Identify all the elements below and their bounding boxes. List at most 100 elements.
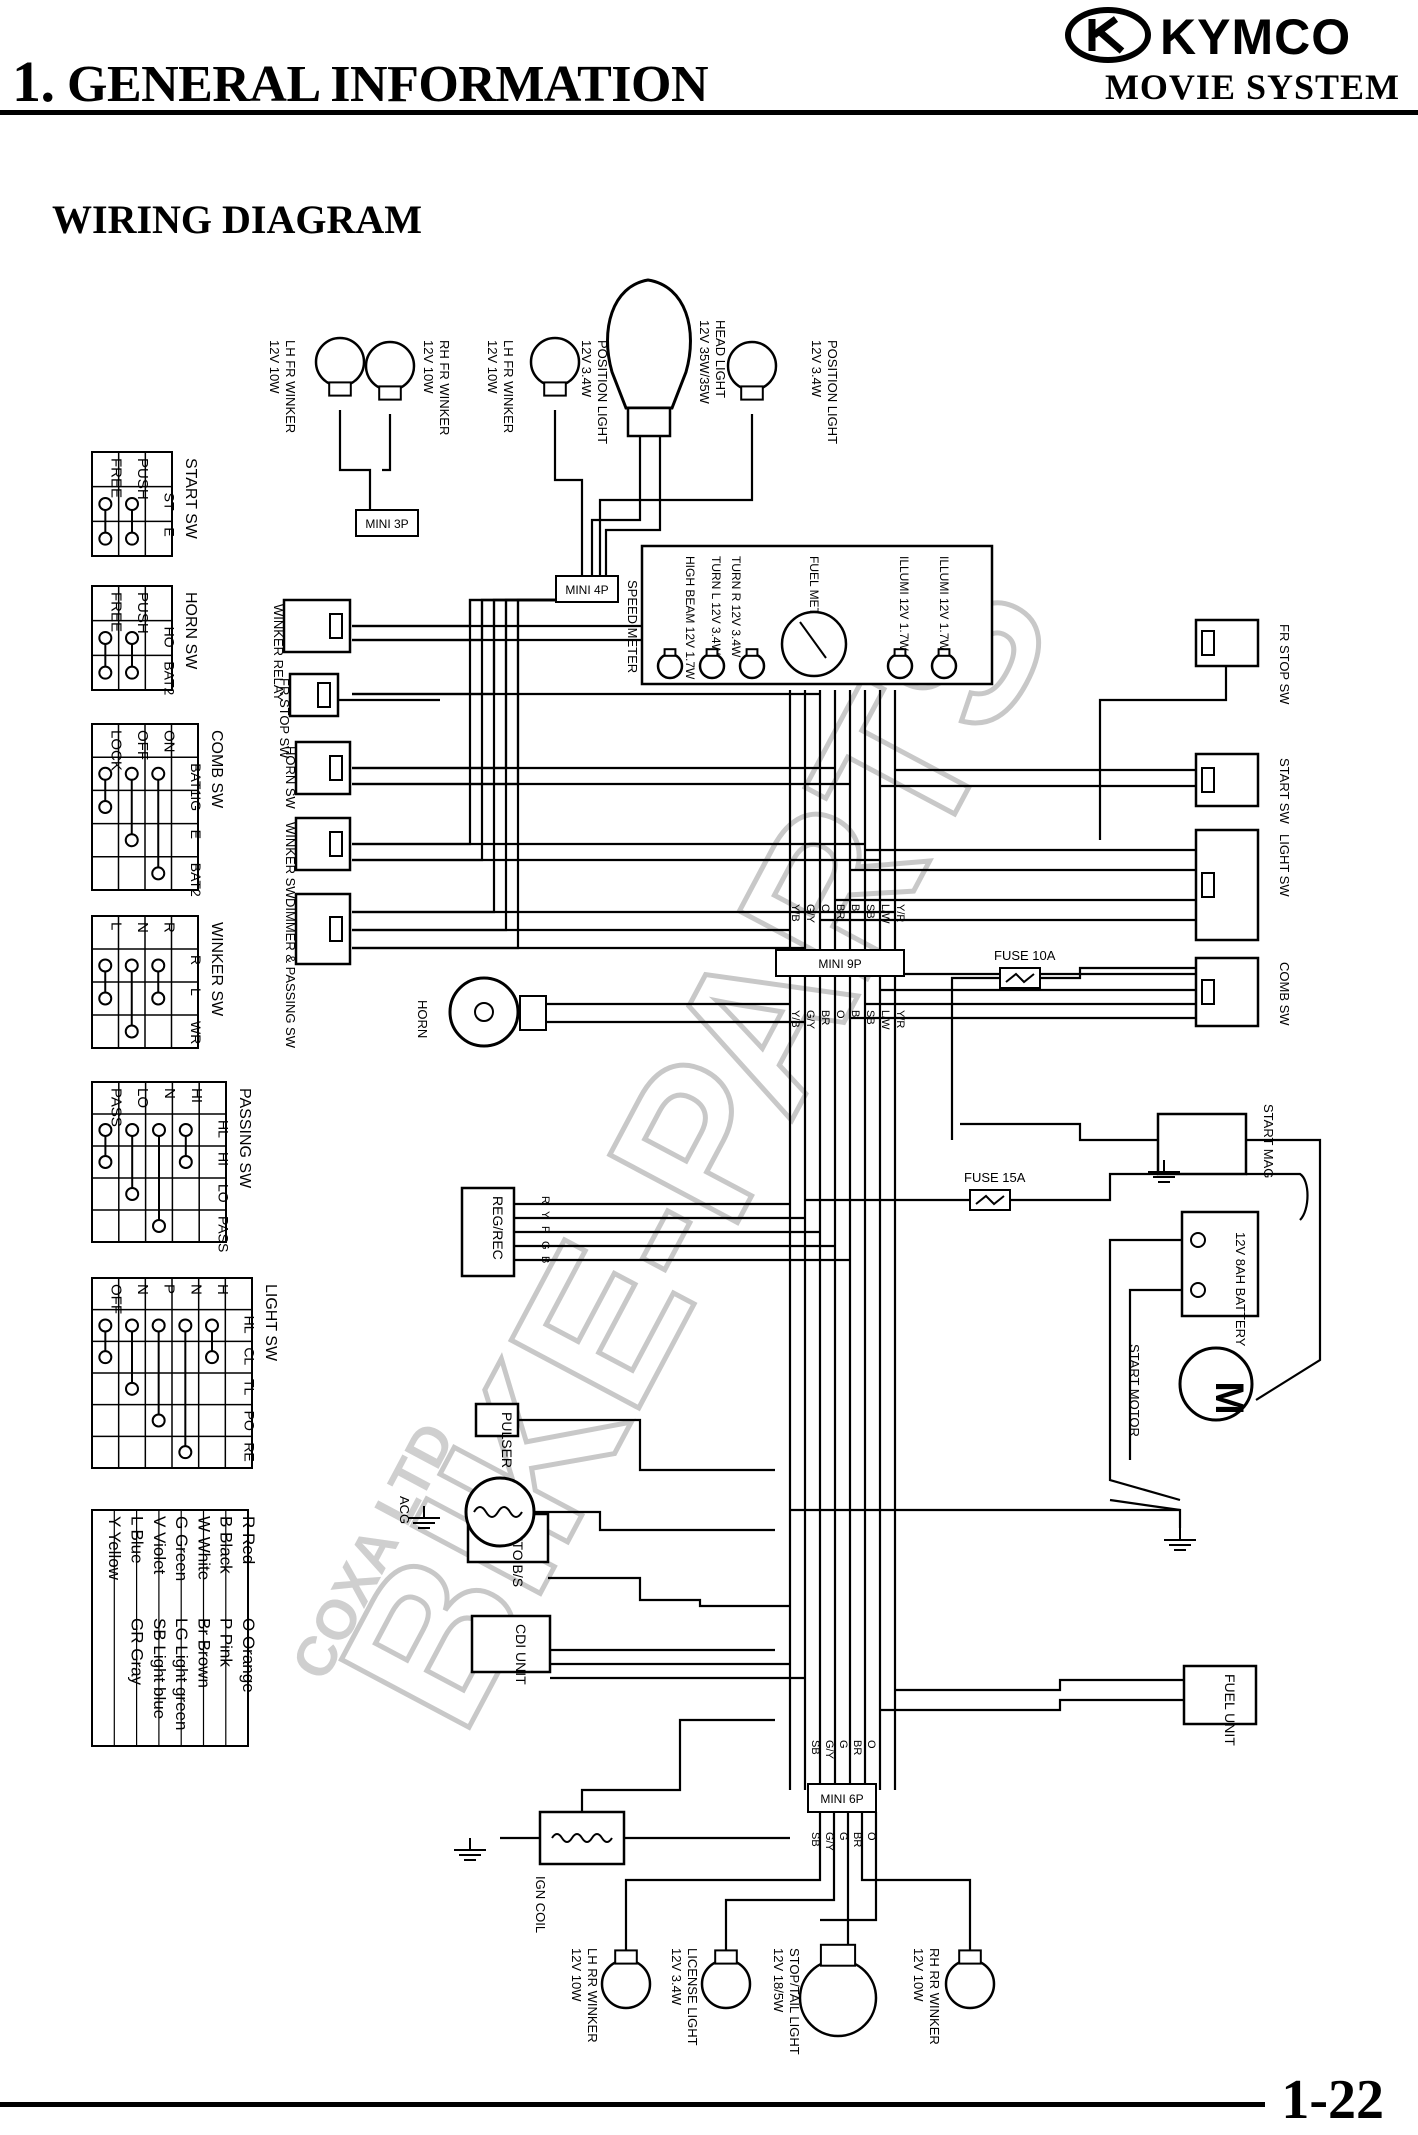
fr-stop-sw-right: FR STOP SW <box>1194 618 1292 705</box>
motor-symbol: M <box>1207 1381 1251 1414</box>
label-lh-fr-winker-2-rating: 12V 10W <box>485 340 500 394</box>
reg-rec-label: REG/REC <box>490 1196 506 1260</box>
wire-label-9p-top: Y/R <box>894 904 906 922</box>
table-winker-sw-row-label: N <box>134 922 151 933</box>
speed-meter: SPEED METER TURN R 12V 3.4W TURN L 12V 3.4… <box>625 544 994 686</box>
label-rh-fr-winker: RH FR WINKER <box>437 340 452 435</box>
wire-auto-bs <box>548 1576 790 1608</box>
table-passing-sw-contact <box>125 1123 140 1137</box>
table-light-sw-row-label: H <box>214 1284 231 1295</box>
stop-tail-light-bulb <box>798 1943 878 2038</box>
wire-label-9p-top: Y/B <box>789 904 801 922</box>
legend-entry: Y Yellow <box>105 1516 124 1581</box>
rh-rr-winker-bulb <box>944 1949 996 2010</box>
label-position-light-l: POSITION LIGHT <box>595 340 610 444</box>
fuse-15a-element <box>975 1194 1005 1206</box>
table-horn-sw-contact <box>98 631 113 645</box>
label-speed-meter: SPEED METER <box>625 580 640 673</box>
label-stop-tail: STOP/TAIL LIGHT <box>787 1948 802 2055</box>
label-rh-rr-winker: RH RR WINKER <box>927 1948 942 2045</box>
wire-label-9p-bottom: BR <box>819 1010 831 1025</box>
label-meter-turn_r: TURN R 12V 3.4W <box>729 556 743 658</box>
table-light-sw-contact <box>178 1318 193 1333</box>
table-comb-sw-contact <box>98 766 113 781</box>
table-passing-sw-frame <box>91 1081 227 1243</box>
label-meter-turn_l: TURN L 12V 3.4W <box>709 556 723 656</box>
table-start-sw-title: START SW <box>182 458 199 540</box>
wire-label-9p-bottom: Y/R <box>894 1010 906 1028</box>
position-light-l-bulb-base <box>543 381 567 397</box>
table-winker-sw-contact <box>151 958 166 973</box>
horn-terminal <box>519 995 547 1031</box>
section-title: WIRING DIAGRAM <box>52 197 422 242</box>
table-light-sw-row-label: N <box>187 1284 204 1295</box>
wire-fuel-1 <box>895 1678 1184 1692</box>
wire-label-6p-bottom: O <box>865 1832 877 1841</box>
wire-rh-fr-winker <box>382 414 392 472</box>
wire-label-6p-top: BR <box>851 1740 863 1755</box>
table-winker-sw-col-label: L <box>188 988 204 996</box>
watermark-text: BIKE-PARTS <box>295 531 1098 1761</box>
wire-headlight-a <box>590 436 642 576</box>
wire-label-9p-top: G/Y <box>804 904 816 924</box>
label-rh-fr-winker-rating: 12V 10W <box>421 340 436 394</box>
table-passing-sw-row-label: N <box>161 1088 178 1099</box>
table-passing-sw-contact <box>152 1219 166 1233</box>
table-passing-sw-col-label: HI <box>216 1152 232 1166</box>
table-light-sw-col-label: PO <box>242 1411 258 1431</box>
wire-label-6p-top: G/Y <box>823 1740 835 1760</box>
table-winker-sw-col-label: R <box>188 955 204 965</box>
meter-lamp-1-base <box>705 648 719 657</box>
mini-4p-connector-body <box>555 575 619 603</box>
label-head-light: HEAD LIGHT <box>713 320 728 398</box>
battery: 12V 8AH BATTERY <box>1180 1210 1260 1347</box>
table-light-sw-contact <box>205 1318 219 1333</box>
wire-left-9 <box>352 598 600 950</box>
dimmer-passing-switch-label: DIMMER & PASSING SW <box>283 898 298 1049</box>
lh-fr-winker-bulb-glass <box>314 336 366 388</box>
wire-label-9p-bottom: L/W <box>879 1010 891 1030</box>
mini-3p-connector: MINI 3P <box>355 509 419 537</box>
wire-start-mag-relay <box>960 1122 1158 1142</box>
table-start-sw-contact <box>125 497 139 511</box>
table-start-sw-col-label: E <box>162 527 178 536</box>
table-horn-sw-row-label: PUSH <box>134 592 151 634</box>
fr-stop-sw-left: FR STOP SW <box>277 672 340 759</box>
acg-coil-icon <box>473 1506 523 1518</box>
horn-switch-plug <box>329 755 343 781</box>
position-light-r-bulb-glass <box>726 340 778 392</box>
table-light-sw-row-label: N <box>134 1284 151 1295</box>
wire-battery-minus <box>1128 1288 1198 1460</box>
label-position-light-r: POSITION LIGHT <box>825 340 840 444</box>
table-light-sw-contact <box>205 1350 219 1365</box>
meter-lamp-4 <box>930 648 958 680</box>
table-horn-sw-row-label: FREE <box>107 592 124 632</box>
legend-entry: G Green <box>172 1516 191 1581</box>
table-comb-sw-row-label: ON <box>160 730 177 753</box>
meter-lamp-2-glass <box>738 652 766 680</box>
legend-entry: B Black <box>217 1516 236 1574</box>
wire-ground-main <box>1109 1498 1182 1528</box>
label-start-mag: START MAG <box>1261 1104 1276 1178</box>
label-meter-illumi_1: ILLUMI 12V 1.7W <box>897 556 911 651</box>
mini-4p-connector-label: MINI 4P <box>565 583 608 597</box>
table-light-sw-contact <box>125 1381 139 1396</box>
fuse-15a-label: FUSE 15A <box>964 1170 1026 1185</box>
wire-label-reg-rec: B <box>539 1256 551 1263</box>
legend-entry: Br Brown <box>194 1618 213 1688</box>
legend-entry: W White <box>194 1516 213 1580</box>
wire-harness <box>318 410 1322 1950</box>
light-switch: LIGHT SW <box>1194 828 1292 942</box>
wire-label-6p-bottom: G <box>837 1832 849 1841</box>
table-passing-sw-row-label: HI <box>188 1088 205 1103</box>
table-light-sw-contact <box>125 1318 139 1333</box>
wire-label-9p-top: SB <box>864 904 876 919</box>
mini-9p-connector: MINI 9P <box>775 949 905 977</box>
meter-lamp-4-base <box>937 648 951 657</box>
table-passing-sw-row-label: LO <box>134 1088 151 1108</box>
